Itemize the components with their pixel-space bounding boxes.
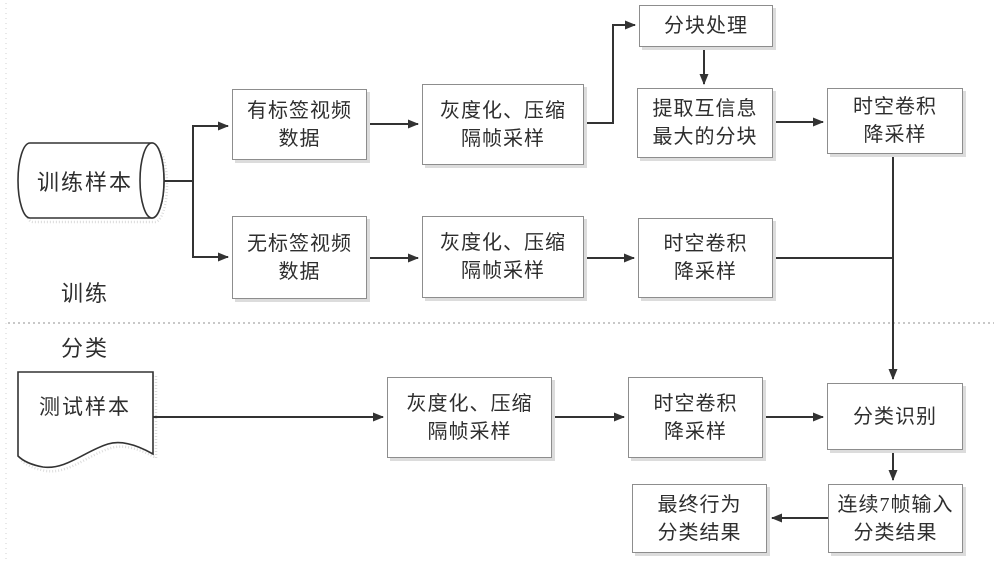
- node-label-line: 分块处理: [664, 15, 748, 37]
- node-grayscale-compress-2: 灰度化、压缩 隔帧采样: [422, 216, 584, 298]
- node-label-line: 隔帧采样: [461, 260, 545, 282]
- node-st-conv-downsample-1: 时空卷积 降采样: [827, 88, 963, 154]
- node-label-line: 分类识别: [853, 405, 937, 428]
- node-label-line: 时空卷积: [663, 233, 748, 255]
- node-test-samples: 测试样本: [24, 391, 146, 421]
- section-label-classify: 分类: [56, 334, 114, 361]
- node-label-line: 分类结果: [657, 521, 742, 544]
- train-samples-cylinder-shape: [17, 142, 169, 224]
- node-labeled-video-data: 有标签视频 数据: [232, 89, 367, 160]
- node-label-line: 灰度化、压缩: [440, 232, 566, 254]
- node-label-line: 有标签视频: [247, 99, 352, 122]
- section-label-text: 训练: [60, 281, 109, 306]
- node-consecutive-7-frame-result: 连续7帧输入 分类结果: [828, 484, 963, 553]
- node-unlabeled-video-data: 无标签视频 数据: [232, 216, 367, 299]
- node-label-line: 降采样: [664, 420, 727, 443]
- node-label-line: 最大的分块: [652, 126, 758, 148]
- section-label-text: 分类: [60, 336, 109, 361]
- test-samples-document-shape: [17, 371, 158, 473]
- arrow-grayscale1-to-block-processing: [584, 20, 636, 124]
- node-label: 测试样本: [39, 395, 131, 419]
- node-label-line: 数据: [278, 127, 321, 150]
- node-label-line: 隔帧采样: [427, 420, 512, 443]
- node-label-line: 分类结果: [853, 521, 938, 544]
- node-train-samples: 训练样本: [26, 165, 144, 197]
- node-label: 训练样本: [36, 170, 133, 195]
- node-label-line: 无标签视频: [247, 232, 352, 255]
- node-label-line: 最终行为: [657, 493, 742, 516]
- node-label-line: 数据: [278, 260, 321, 283]
- node-classification-recognition: 分类识别: [827, 383, 963, 450]
- node-grayscale-compress-1: 灰度化、压缩 隔帧采样: [422, 84, 584, 165]
- node-block-processing: 分块处理: [639, 5, 773, 47]
- node-label-line: 时空卷积: [653, 392, 738, 415]
- node-grayscale-compress-3: 灰度化、压缩 隔帧采样: [387, 377, 552, 458]
- node-label-line: 降采样: [674, 261, 737, 283]
- node-final-behavior-result: 最终行为 分类结果: [632, 484, 767, 553]
- node-extract-mutual-info: 提取互信息 最大的分块: [637, 88, 773, 158]
- node-label-line: 时空卷积: [853, 96, 937, 118]
- section-label-train: 训练: [56, 279, 114, 306]
- node-label-line: 提取互信息: [652, 98, 758, 120]
- node-st-conv-downsample-2: 时空卷积 降采样: [638, 218, 773, 298]
- node-label-line: 连续7帧输入: [837, 493, 954, 516]
- node-st-conv-downsample-3: 时空卷积 降采样: [628, 377, 763, 458]
- node-label-line: 隔帧采样: [461, 127, 545, 150]
- node-label-line: 灰度化、压缩: [440, 99, 566, 122]
- node-label-line: 灰度化、压缩: [406, 392, 533, 415]
- node-label-line: 降采样: [863, 124, 927, 146]
